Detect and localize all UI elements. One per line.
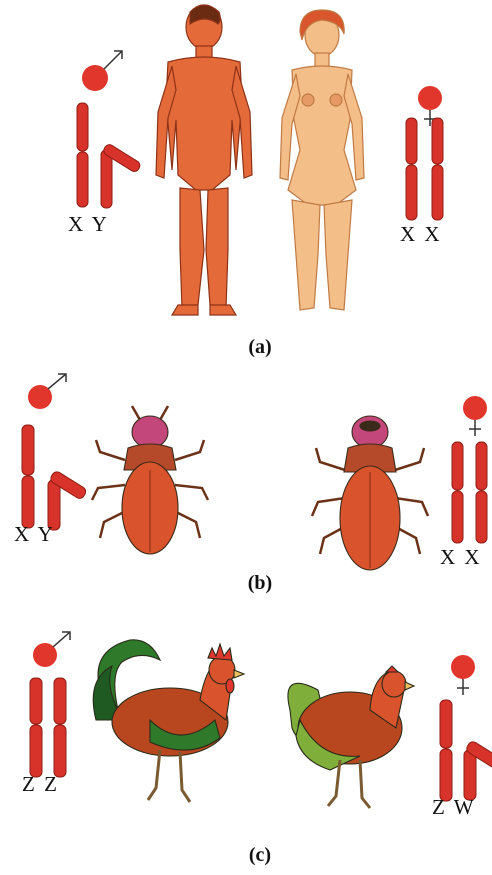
xx-chromosomes [452,442,487,543]
human-male-figure [156,5,252,315]
zz-chromosomes [30,678,66,777]
male-chromosome-label: Z Z [22,772,59,797]
female-chromosome-label: Z W [432,795,476,820]
zw-chromosomes [440,700,492,801]
male-symbol-icon [82,51,122,91]
panel-c-drawing [0,610,492,875]
xx-chromosomes [406,118,443,220]
male-chromosome-label: X Y [68,212,109,237]
female-symbol-icon [451,655,475,695]
panel-b-insects: X Y X X (b) [0,370,492,610]
panel-caption: (a) [240,336,280,359]
panel-caption: (c) [240,844,280,867]
male-symbol-icon [28,374,66,409]
hen [288,666,414,808]
insect-female [312,416,428,570]
xy-chromosomes [77,103,142,208]
rooster [93,640,244,802]
male-chromosome-label: X Y [14,522,55,547]
panel-caption: (b) [240,572,280,595]
human-female-figure [280,10,364,310]
panel-a-drawing [0,0,492,370]
female-symbol-icon [463,396,487,436]
xy-chromosomes [22,425,88,530]
female-chromosome-label: X X [440,545,482,570]
panel-a-humans: X Y X X (a) [0,0,492,370]
male-symbol-icon [33,632,70,667]
female-chromosome-label: X X [400,222,442,247]
insect-male [92,406,208,554]
panel-c-birds: Z Z Z W (c) [0,610,492,875]
